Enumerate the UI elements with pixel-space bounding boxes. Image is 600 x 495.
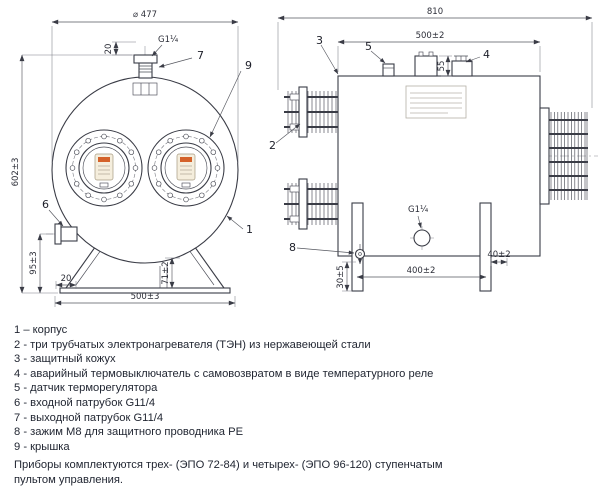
dim-inlet-offset: 20 bbox=[55, 274, 77, 289]
casing-body bbox=[337, 75, 541, 257]
legend-item-8: 8 - зажим М8 для защитного проводника РЕ bbox=[14, 426, 244, 439]
heater-bundle-top bbox=[284, 86, 338, 138]
heater-bundle-bottom bbox=[283, 178, 339, 230]
outlet-thread-text: G1¼ bbox=[158, 35, 178, 45]
callout-3-number: 3 bbox=[316, 34, 323, 47]
callout-3: 3 bbox=[316, 34, 339, 75]
dim-nozzle-label: 20 bbox=[104, 44, 114, 55]
callout-8-number: 8 bbox=[289, 241, 296, 254]
dim-inlet-height: 95±3 bbox=[29, 233, 53, 294]
ground-clamp bbox=[356, 244, 365, 264]
callout-8: 8 bbox=[289, 241, 355, 255]
leg-left bbox=[351, 202, 364, 292]
callout-7: 7 bbox=[158, 49, 204, 68]
callout-6-number: 6 bbox=[42, 198, 49, 211]
dim-height-label: 602±3 bbox=[11, 158, 21, 187]
dim-clamp-height: 30±5 bbox=[336, 261, 356, 292]
callout-4-number: 4 bbox=[483, 48, 490, 61]
callout-1-number: 1 bbox=[246, 223, 253, 236]
dim-leg-span: 400±2 bbox=[356, 266, 487, 280]
dim-clamp-height-label: 30±5 bbox=[336, 265, 346, 288]
legend-item-1: 1 – корпус bbox=[14, 324, 68, 336]
dim-slot-label: 71±2 bbox=[161, 261, 171, 284]
top-boss bbox=[132, 82, 158, 96]
dim-inlet-height-label: 95±3 bbox=[29, 251, 39, 274]
dim-diameter: ⌀ 477 bbox=[51, 10, 239, 163]
dim-leg-offset-label: 40±2 bbox=[487, 250, 510, 260]
callout-2-number: 2 bbox=[269, 139, 276, 152]
legend-item-7: 7 - выходной патрубок G11/4 bbox=[14, 411, 164, 424]
legend-item-2: 2 - три трубчатых электронагревателя (ТЭ… bbox=[14, 338, 371, 351]
heater-bundle-right bbox=[539, 107, 598, 205]
support-stand bbox=[59, 242, 231, 294]
flange-label-plate bbox=[94, 153, 114, 181]
nameplate bbox=[405, 85, 467, 119]
callout-9-number: 9 bbox=[245, 59, 252, 72]
callout-5-number: 5 bbox=[365, 40, 372, 53]
dim-thermostat-label: 55 bbox=[437, 61, 447, 72]
dim-leg-offset: 40±2 bbox=[487, 250, 511, 266]
callout-1: 1 bbox=[226, 215, 253, 236]
leg-right bbox=[479, 202, 492, 292]
callout-7-number: 7 bbox=[197, 49, 204, 62]
inlet-nozzle bbox=[54, 223, 78, 245]
thermo-sensor bbox=[382, 63, 395, 77]
dim-diameter-label: ⌀ 477 bbox=[133, 10, 157, 20]
dim-slot: 71±2 bbox=[161, 257, 180, 289]
dim-base-width-label: 500±3 bbox=[131, 292, 160, 302]
legend-item-9: 9 - крышка bbox=[14, 440, 70, 453]
emergency-thermostat bbox=[451, 55, 473, 77]
dim-casing-label: 500±2 bbox=[416, 31, 445, 41]
boiler-dimension-drawing: ⌀ 477 20 G1¼ 7 9 6 bbox=[11, 7, 598, 307]
heater-flange-right bbox=[147, 129, 225, 207]
outlet-thread-label: G1¼ bbox=[151, 35, 178, 57]
dim-thermostat: 55 bbox=[437, 55, 452, 77]
front-view: ⌀ 477 20 G1¼ 7 9 6 bbox=[11, 10, 253, 307]
callout-9: 9 bbox=[209, 59, 252, 138]
terminal-box bbox=[414, 51, 438, 77]
callout-6: 6 bbox=[42, 198, 64, 227]
legend-item-6: 6 - входной патрубок G11/4 bbox=[14, 396, 156, 409]
legend-note: Приборы комплектуются трех- (ЭПО 72-84) … bbox=[14, 459, 443, 486]
outlet-nozzle bbox=[133, 54, 158, 79]
callout-5: 5 bbox=[365, 40, 386, 64]
callout-4: 4 bbox=[465, 48, 490, 63]
dim-length: 810 bbox=[277, 7, 593, 108]
dim-length-label: 810 bbox=[427, 7, 443, 17]
legend: 1 – корпус 2 - три трубчатых электронагр… bbox=[0, 315, 600, 488]
drain-thread-text: G1¼ bbox=[408, 205, 428, 215]
legend-item-5: 5 - датчик терморегулятора bbox=[14, 382, 158, 395]
callout-2: 2 bbox=[269, 123, 301, 152]
dim-leg-span-label: 400±2 bbox=[407, 266, 436, 276]
legend-item-4: 4 - аварийный термовыключатель с самовоз… bbox=[14, 367, 434, 380]
dim-base-width: 500±3 bbox=[54, 292, 236, 307]
flange-label-plate bbox=[176, 153, 196, 181]
dim-inlet-offset-label: 20 bbox=[61, 274, 72, 284]
dim-nozzle-offset: 20 bbox=[104, 41, 136, 56]
side-view: G1¼ 810 500±2 55 30 bbox=[269, 7, 598, 292]
dim-casing: 500±2 bbox=[337, 31, 541, 72]
drain-fitting: G1¼ bbox=[408, 205, 434, 250]
heater-flange-left bbox=[65, 129, 143, 207]
legend-item-3: 3 - защитный кожух bbox=[14, 353, 116, 366]
